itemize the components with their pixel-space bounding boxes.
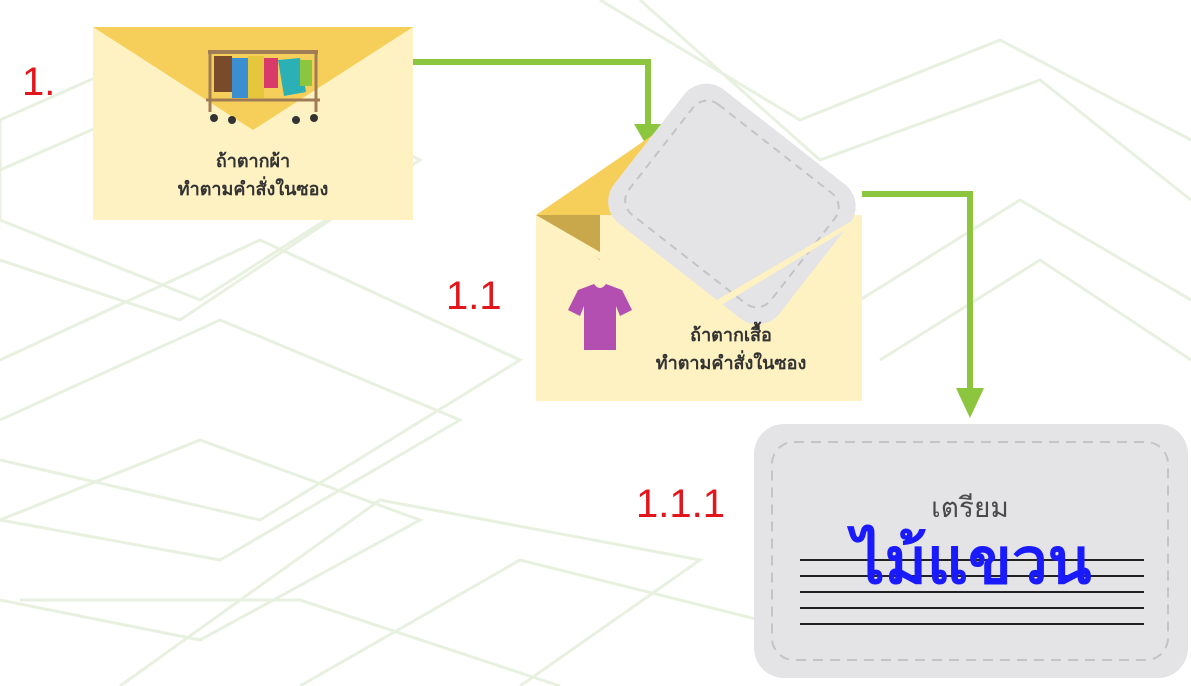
arrow-1-1-to-1-1-1 <box>862 191 984 418</box>
step-number-1: 1. <box>22 60 56 104</box>
final-card <box>754 424 1188 678</box>
step-number-1-1: 1.1 <box>446 274 502 318</box>
envelope-1-1-caption: ถ้าตากเสื้อ ทำตามคำสั่งในซอง <box>600 322 862 378</box>
envelope-1-caption: ถ้าตากผ้า ทำตามคำสั่งในซอง <box>93 148 413 204</box>
step-number-1-1-1: 1.1.1 <box>636 482 725 526</box>
final-card-title: เตรียม <box>931 491 1009 524</box>
answer-text: ไม้แขวน <box>852 525 1092 599</box>
envelope-1 <box>93 27 413 220</box>
shirt-icon <box>568 284 632 350</box>
clothes-rack-icon <box>206 50 320 124</box>
arrow-1-to-1-1 <box>412 59 662 148</box>
handwriting-lines <box>800 559 1144 625</box>
envelope-1-1-caption-line2: ทำตามคำสั่งในซอง <box>655 352 807 374</box>
letter-card <box>608 83 856 325</box>
envelope-1-caption-line2: ทำตามคำสั่งในซอง <box>177 178 329 200</box>
envelope-1-caption-line1: ถ้าตากผ้า <box>215 151 291 172</box>
envelope-1-1-caption-line1: ถ้าตากเสื้อ <box>690 325 772 346</box>
envelope-1-1 <box>536 83 862 401</box>
